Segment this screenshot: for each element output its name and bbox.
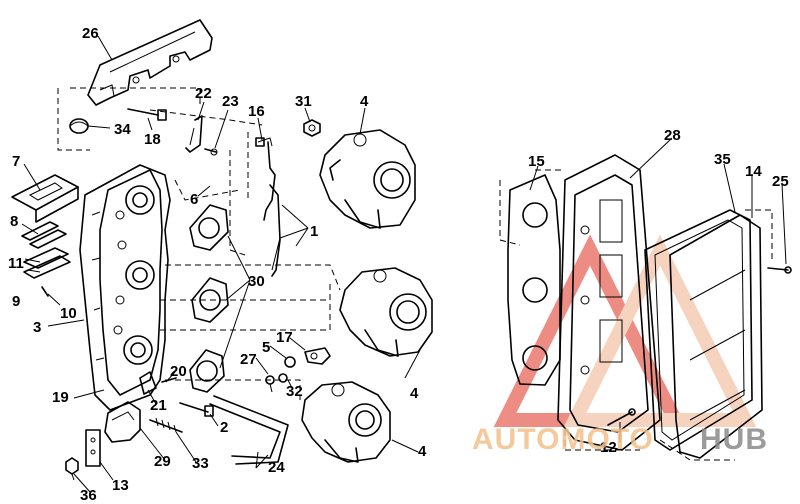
part-30-gasket-top [189, 204, 229, 251]
leader-lines [21, 35, 787, 493]
part-30-gasket-bottom [189, 349, 225, 393]
callout-3: 3 [33, 319, 41, 336]
callout-4-bottom: 4 [418, 443, 427, 460]
callout-21: 21 [150, 397, 167, 414]
callout-25: 25 [772, 173, 789, 190]
callout-30: 30 [248, 273, 265, 290]
callout-5: 5 [262, 339, 270, 356]
assembly-lines [57, 87, 773, 461]
callout-31: 31 [295, 93, 312, 110]
callout-9: 9 [12, 293, 20, 310]
part-17-bracket [304, 347, 331, 365]
part-2-bolt [179, 402, 214, 417]
callout-29: 29 [154, 453, 171, 470]
part-32-washer [278, 373, 288, 383]
callout-23: 23 [222, 93, 239, 110]
callout-4-mid: 4 [410, 385, 419, 402]
callout-27: 27 [240, 351, 257, 368]
callout-13: 13 [112, 477, 129, 494]
part-21-clip [139, 371, 157, 395]
callout-17: 17 [276, 329, 293, 346]
part-35-gasket [644, 209, 753, 451]
callout-28: 28 [664, 127, 681, 144]
part-13-clip [85, 429, 101, 467]
callout-22: 22 [195, 85, 212, 102]
callout-4-top: 4 [360, 93, 369, 110]
callout-15: 15 [528, 153, 545, 170]
part-36-screw [65, 457, 79, 481]
callout-6: 6 [190, 191, 198, 208]
part-27-screw [265, 375, 275, 393]
part-7-reed-block [11, 174, 79, 223]
part-3-manifold [79, 164, 171, 411]
part-9-plate [23, 255, 71, 279]
part-18-bolt [127, 108, 167, 121]
watermark-text-primary: AUTOMOTO [472, 423, 654, 456]
callout-16: 16 [248, 103, 265, 120]
part-22-clip [185, 115, 203, 153]
part-14-cover-plate [669, 214, 763, 459]
watermark-logo [493, 234, 757, 427]
part-31-nut [303, 119, 321, 137]
part-4-carburetor-top [319, 129, 416, 229]
callout-1: 1 [310, 223, 318, 240]
callout-10: 10 [60, 305, 77, 322]
watermark-text: AUTOMOTO HUB [472, 423, 768, 456]
part-16-link-end [255, 137, 265, 147]
callout-33: 33 [192, 455, 209, 472]
part-4-carburetor-bottom [301, 381, 391, 463]
part-23-screw [204, 148, 218, 156]
callout-34: 34 [114, 121, 131, 138]
callout-20: 20 [170, 363, 187, 380]
callout-2: 2 [220, 419, 228, 436]
callout-18: 18 [144, 131, 161, 148]
part-1-linkage [257, 137, 281, 277]
callout-35: 35 [714, 151, 731, 168]
part-15-gasket [507, 174, 561, 386]
part-8-reed-petal [21, 221, 67, 249]
part-12-screw [607, 408, 636, 426]
part-26-bracket [87, 19, 213, 106]
part-11-stop [23, 247, 69, 269]
part-33-screw [149, 417, 183, 433]
part-28-cover [557, 154, 661, 451]
callout-11: 11 [8, 255, 24, 272]
part-10-screw [41, 286, 49, 297]
part-29-bracket [104, 401, 141, 443]
part-5-washer [284, 356, 296, 368]
part-34-cap [69, 118, 89, 134]
callout-26: 26 [82, 25, 99, 42]
callout-14: 14 [745, 163, 762, 180]
watermark-text-secondary: HUB [700, 423, 768, 456]
callout-19: 19 [52, 389, 69, 406]
part-25-screw [767, 266, 792, 274]
callout-labels: 26 34 18 22 23 16 31 4 7 6 1 8 11 9 10 3… [8, 25, 789, 504]
callout-24: 24 [268, 459, 285, 476]
callout-7: 7 [12, 153, 20, 170]
callout-8: 8 [10, 213, 18, 230]
part-4-carburetor-mid [339, 267, 433, 357]
callout-36: 36 [80, 487, 97, 504]
callout-12: 12 [600, 439, 617, 456]
callout-32: 32 [286, 383, 303, 400]
